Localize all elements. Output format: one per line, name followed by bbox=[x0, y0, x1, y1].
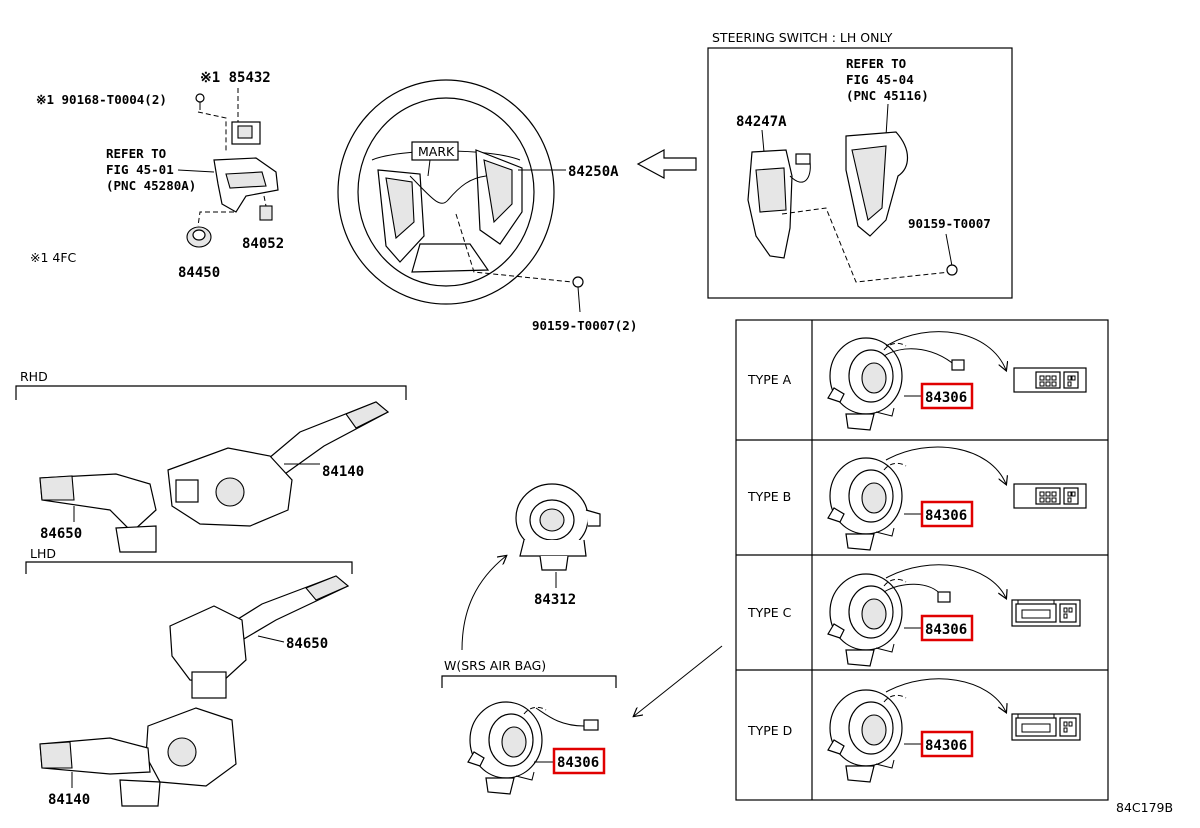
switch-screw-icon bbox=[946, 264, 958, 276]
type-row-a: TYPE A 84306 bbox=[747, 331, 1087, 431]
rhd-title: RHD bbox=[20, 369, 48, 384]
refer-label-line1: REFER TO bbox=[106, 146, 166, 161]
rhd-part-84650-label: 84650 bbox=[40, 526, 82, 542]
type-label: TYPE C bbox=[747, 605, 792, 620]
note-4fc-label: ※1 4FC bbox=[30, 250, 77, 265]
lhd-part-84650-label: 84650 bbox=[286, 636, 328, 652]
refer-label-line3: (PNC 45280A) bbox=[106, 178, 196, 193]
type-row-b: TYPE B 84306 bbox=[747, 446, 1087, 551]
part-84250a-label: 84250A bbox=[568, 164, 619, 180]
switch-refer-line2: FIG 45-04 bbox=[846, 72, 914, 87]
ignition-lock-group: ※1 90168-T0004(2) ※1 85432 REFER TO FIG … bbox=[30, 70, 284, 281]
srs-bracket bbox=[441, 675, 617, 688]
type-part-highlight-box bbox=[920, 730, 974, 758]
srs-part-highlight-box bbox=[552, 747, 606, 775]
type-part-label: 84306 bbox=[925, 390, 967, 406]
type-part-highlight-box bbox=[920, 382, 974, 410]
switch-screw-label: 90159-T0007 bbox=[908, 216, 991, 231]
steering-wheel-group: MARK 84250A 90159-T0007(2) bbox=[337, 79, 697, 333]
screw-icon bbox=[195, 93, 205, 103]
part-85432-label: ※1 85432 bbox=[200, 70, 271, 86]
type-part-label: 84306 bbox=[925, 738, 967, 754]
rhd-part-84140-label: 84140 bbox=[322, 464, 364, 480]
mark-label-box bbox=[411, 141, 459, 161]
wheel-screw-label: 90159-T0007(2) bbox=[532, 318, 637, 333]
steering-switch-group: STEERING SWITCH : LH ONLY REFER TO FIG 4… bbox=[707, 30, 1013, 299]
type-table: TYPE A 84306 TYPE B 84306 TYPE C bbox=[735, 319, 1109, 801]
lhd-group: LHD 84650 84140 bbox=[25, 546, 353, 808]
spiral-cable-group: 84312 bbox=[461, 483, 601, 651]
hollow-arrow-shape bbox=[636, 148, 697, 180]
spiral-part-84312-label: 84312 bbox=[534, 592, 576, 608]
type-table-frame bbox=[735, 319, 1109, 801]
diagram-id-label: 84C179B bbox=[1116, 800, 1173, 815]
diagonal-arrow-shape bbox=[634, 645, 723, 716]
lhd-title: LHD bbox=[30, 546, 56, 561]
steering-switch-frame bbox=[707, 47, 1013, 299]
rhd-bracket bbox=[15, 385, 407, 400]
lhd-part-84140-label: 84140 bbox=[48, 792, 90, 808]
switch-refer-line1: REFER TO bbox=[846, 56, 906, 71]
type-row-d: TYPE D 84306 bbox=[747, 678, 1081, 783]
lhd-right-body-shape bbox=[169, 605, 247, 683]
type-label: TYPE A bbox=[747, 372, 792, 387]
part-84052-shape bbox=[259, 205, 273, 221]
screw-callout-label: ※1 90168-T0004(2) bbox=[36, 92, 167, 107]
type-part-highlight-box bbox=[920, 500, 974, 528]
srs-group: W(SRS AIR BAG) 84306 bbox=[441, 645, 723, 795]
type-part-highlight-box bbox=[920, 614, 974, 642]
refer-label-line2: FIG 45-01 bbox=[106, 162, 174, 177]
switch-refer-line3: (PNC 45116) bbox=[846, 88, 929, 103]
part-84052-label: 84052 bbox=[242, 236, 284, 252]
part-84247a-label: 84247A bbox=[736, 114, 787, 130]
lhd-bracket bbox=[25, 561, 353, 574]
type-label: TYPE D bbox=[747, 723, 792, 738]
part-84450-label: 84450 bbox=[178, 265, 220, 281]
type-part-label: 84306 bbox=[925, 622, 967, 638]
type-label: TYPE B bbox=[747, 489, 791, 504]
steering-switch-title: STEERING SWITCH : LH ONLY bbox=[712, 30, 893, 45]
wheel-screw-icon bbox=[572, 276, 584, 288]
srs-part-84306-label: 84306 bbox=[557, 755, 599, 771]
srs-title: W(SRS AIR BAG) bbox=[444, 658, 546, 673]
curved-arrow-up bbox=[461, 556, 506, 651]
type-row-c: TYPE C 84306 bbox=[747, 564, 1081, 667]
rhd-group: RHD 84140 84650 bbox=[15, 369, 407, 553]
type-part-label: 84306 bbox=[925, 508, 967, 524]
mark-label: MARK bbox=[418, 144, 455, 159]
